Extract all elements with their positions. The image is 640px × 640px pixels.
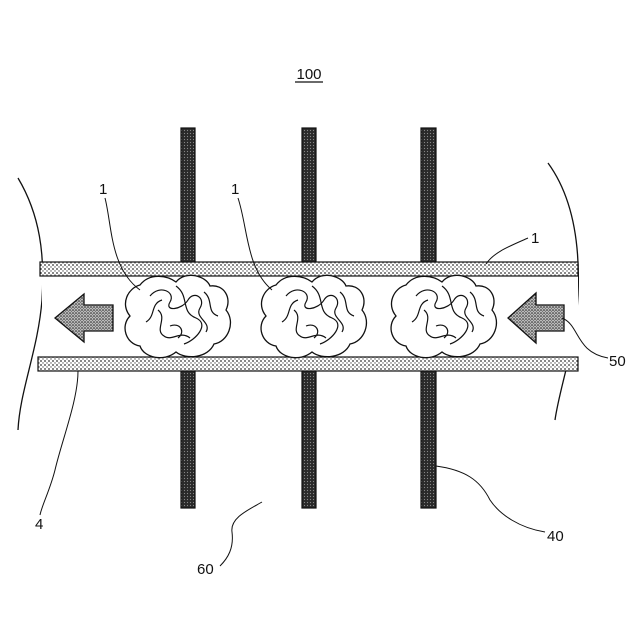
label-object-2: 1 — [231, 181, 239, 198]
label-space: 60 — [197, 561, 214, 578]
channel-top-wall — [40, 262, 578, 276]
label-object-3: 1 — [531, 230, 539, 247]
label-electrodes: 40 — [547, 528, 564, 545]
label-outlet-arrow: 4 — [35, 516, 43, 533]
figure-title: 100 — [296, 66, 321, 83]
leader-object-3 — [486, 238, 528, 264]
leader-outlet-arrow — [40, 371, 78, 515]
leader-space — [220, 502, 262, 566]
label-inlet-arrow: 50 — [609, 353, 626, 370]
left-boundary-curve — [18, 178, 43, 430]
leader-electrodes — [436, 466, 545, 532]
label-object-1: 1 — [99, 181, 107, 198]
leader-lines — [40, 198, 608, 566]
channel-bottom-wall — [38, 357, 578, 371]
